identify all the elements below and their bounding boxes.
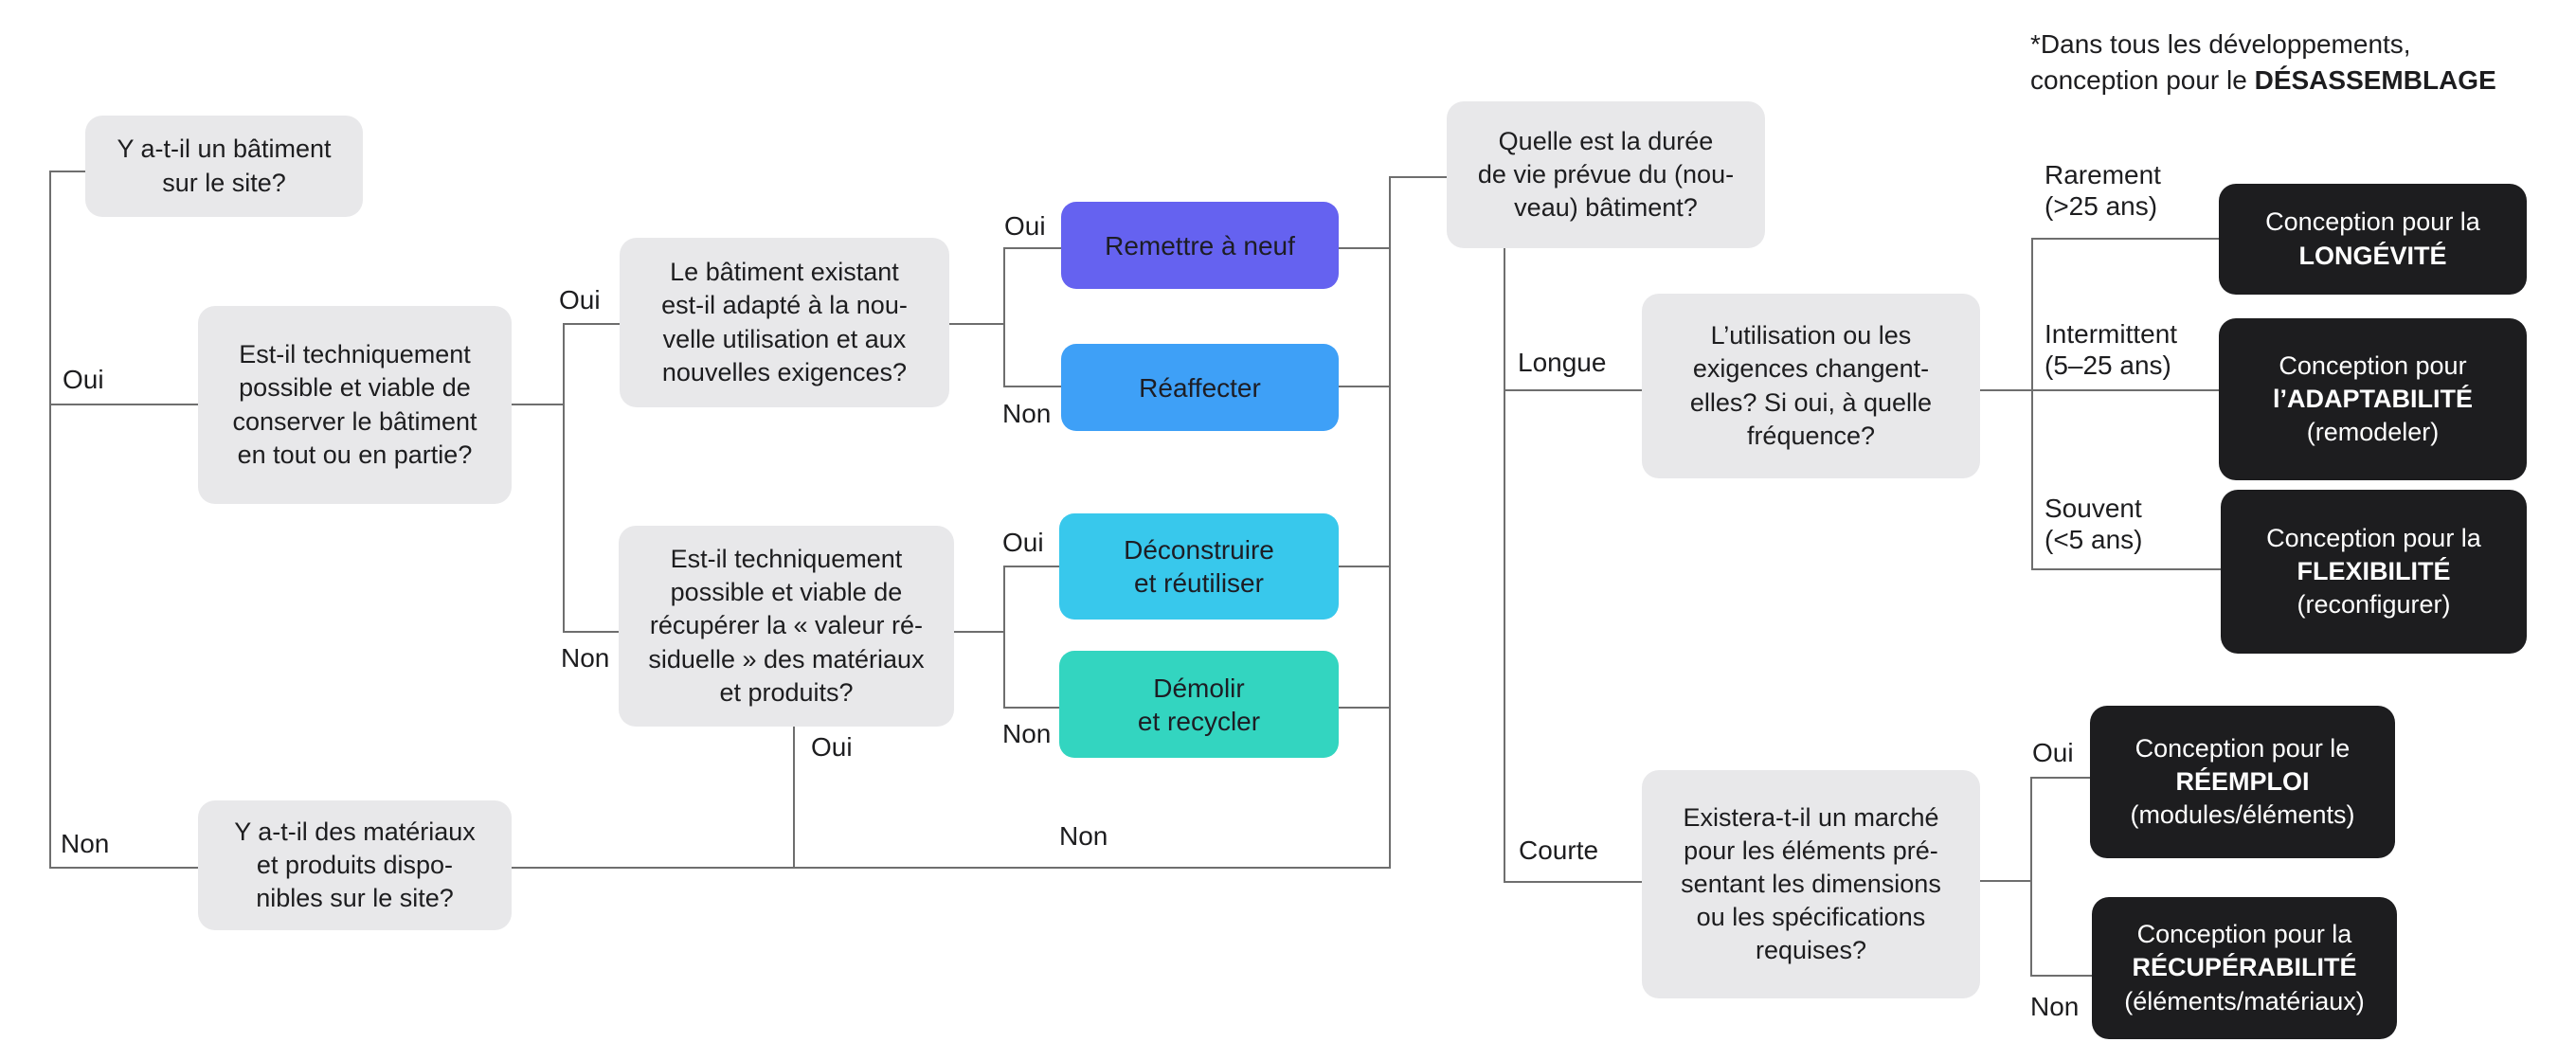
connector-adapted-out — [949, 323, 1005, 325]
connector-oui-adapted — [563, 323, 620, 325]
connector-residual-branch — [1003, 566, 1005, 709]
disassembly-note: *Dans tous les développements, conceptio… — [2030, 27, 2496, 99]
connector-adapted-branch — [1003, 248, 1005, 387]
outcome-text: Conception pour le — [2135, 733, 2351, 763]
connector-frequency-branch — [2031, 239, 2033, 570]
connector-deconstruct-out — [1339, 566, 1391, 567]
label-non-bottom-run: Non — [1059, 821, 1108, 851]
connector-non-repurpose — [1003, 386, 1061, 387]
outcome-text: Conception pour la — [2266, 523, 2481, 552]
connector-left-trunk — [49, 171, 51, 868]
label-longue: Longue — [1518, 348, 1607, 377]
connector-collector-trunk — [1389, 177, 1391, 869]
outcome-subtext: (reconfigurer) — [2297, 590, 2451, 620]
connector-non-demolish — [1003, 707, 1059, 709]
label-oui-adapted: Oui — [559, 285, 601, 314]
question-lifespan: Quelle est la durée de vie prévue du (no… — [1447, 101, 1765, 248]
label-souvent: Souvent (<5 ans) — [2045, 494, 2143, 555]
label-non-demolish: Non — [1002, 719, 1052, 748]
outcome-longevity: Conception pour la LONGÉVITÉ — [2219, 184, 2527, 295]
connector-oui-keep — [49, 404, 198, 405]
label-oui-reuse: Oui — [2032, 738, 2074, 767]
connector-non-recoverability — [2030, 975, 2092, 977]
connector-to-lifespan — [1389, 176, 1447, 178]
connector-non-residual — [563, 631, 619, 633]
connector-courte — [1504, 881, 1642, 883]
outcome-adaptability: Conception pour l’ADAPTABILITÉ (remodele… — [2219, 318, 2527, 480]
label-oui-keep: Oui — [63, 365, 104, 394]
action-refurbish: Remettre à neuf — [1061, 202, 1339, 289]
connector-oui-reuse — [2030, 777, 2090, 779]
label-courte: Courte — [1519, 835, 1599, 865]
connector-q1-stub — [49, 171, 85, 172]
outcome-keyword: RÉCUPÉRABILITÉ — [2132, 953, 2357, 982]
outcome-text: Conception pour la — [2265, 207, 2480, 237]
action-repurpose: Réaffecter — [1061, 344, 1339, 431]
question-market-elements: Existera-t-il un marché pour les élément… — [1642, 770, 1980, 998]
outcome-keyword: LONGÉVITÉ — [2298, 241, 2447, 270]
disassembly-note-line2: conception pour le DÉSASSEMBLAGE — [2030, 64, 2496, 95]
connector-non-materials — [49, 867, 198, 869]
connector-market-out — [1980, 880, 2032, 882]
label-non-materials: Non — [61, 829, 110, 858]
question-has-building: Y a-t-il un bâtiment sur le site? — [85, 116, 363, 217]
connector-longue — [1504, 389, 1642, 391]
outcome-reuse: Conception pour le RÉEMPLOI (modules/élé… — [2090, 706, 2395, 858]
question-adapted-new-use: Le bâtiment existant est-il adapté à la … — [620, 238, 949, 407]
connector-souvent — [2031, 568, 2221, 570]
question-residual-value: Est-il techniquement possible et viable … — [619, 526, 954, 727]
connector-residual-down — [793, 727, 795, 868]
connector-residual-out — [954, 631, 1005, 633]
outcome-subtext: (modules/éléments) — [2130, 800, 2355, 830]
connector-keep-out — [512, 404, 565, 405]
connector-keep-branch — [563, 324, 565, 633]
question-keep-building: Est-il techniquement possible et viable … — [198, 306, 512, 504]
outcome-keyword: FLEXIBILITÉ — [2297, 556, 2451, 585]
question-change-frequency: L’utilisation ou les exigences changent-… — [1642, 294, 1980, 478]
connector-refurbish-out — [1339, 247, 1391, 249]
label-non-recoverability: Non — [2030, 992, 2080, 1021]
outcome-keyword: l’ADAPTABILITÉ — [2273, 384, 2473, 413]
label-oui-refurbish: Oui — [1004, 211, 1046, 241]
connector-repurpose-out — [1339, 386, 1391, 387]
connector-demolish-out — [1339, 707, 1391, 709]
label-intermittent: Intermittent (5–25 ans) — [2045, 319, 2178, 381]
outcome-text: Conception pour — [2279, 350, 2467, 380]
outcome-text: Conception pour la — [2136, 920, 2352, 949]
connector-oui-deconstruct — [1003, 566, 1059, 567]
disassembly-note-line1: *Dans tous les développements, — [2030, 29, 2411, 59]
label-non-repurpose: Non — [1002, 399, 1052, 428]
connector-lifespan-branch — [1504, 248, 1505, 883]
label-oui-deconstruct: Oui — [1002, 528, 1044, 557]
question-materials-available: Y a-t-il des matériaux et produits dispo… — [198, 800, 512, 930]
label-rarement: Rarement (>25 ans) — [2045, 160, 2161, 222]
connector-bottom-run — [512, 867, 1391, 869]
outcome-keyword: RÉEMPLOI — [2175, 766, 2310, 796]
connector-frequency-out — [1980, 389, 2033, 391]
action-deconstruct-reuse: Déconstruire et réutiliser — [1059, 513, 1339, 620]
action-demolish-recycle: Démolir et recycler — [1059, 651, 1339, 758]
connector-rarement — [2031, 238, 2219, 240]
outcome-recoverability: Conception pour la RÉCUPÉRABILITÉ (éléme… — [2092, 897, 2397, 1039]
connector-oui-refurbish — [1003, 247, 1061, 249]
outcome-flexibility: Conception pour la FLEXIBILITÉ (reconfig… — [2221, 490, 2527, 654]
label-non-residual: Non — [561, 643, 610, 673]
connector-intermittent — [2031, 389, 2219, 391]
outcome-subtext: (éléments/matériaux) — [2124, 986, 2365, 1015]
connector-market-branch — [2030, 778, 2032, 976]
outcome-subtext: (remodeler) — [2306, 418, 2440, 447]
label-oui-residual-down: Oui — [811, 732, 853, 762]
disassembly-note-keyword: DÉSASSEMBLAGE — [2254, 64, 2496, 95]
